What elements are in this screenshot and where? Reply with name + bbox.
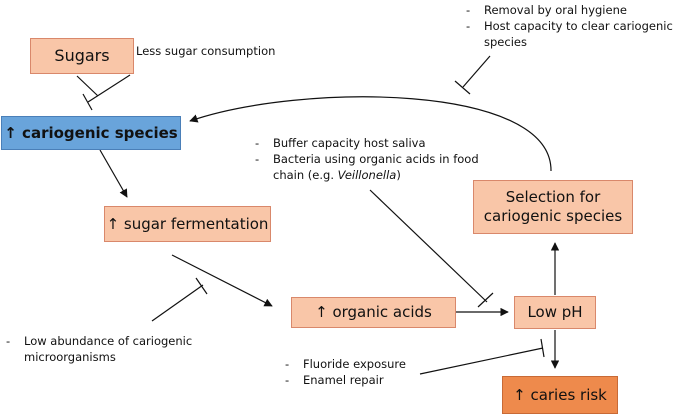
low-abundance-inhibition-bar <box>195 277 208 295</box>
selection-label-line2: cariogenic species <box>483 207 623 225</box>
fluoride-inhibition-bar <box>540 338 545 358</box>
selection-feedback-arrow <box>189 96 552 172</box>
host-clearance-item: Host capacity to clear cariogenic specie… <box>466 18 676 50</box>
sugars-label: Sugars <box>54 46 110 65</box>
enamel-repair-item: Enamel repair <box>285 372 445 388</box>
organic-acids-node: ↑ organic acids <box>291 297 456 328</box>
sugar-fermentation-node: ↑ sugar fermentation <box>104 206 271 242</box>
caries-risk-node: ↑ caries risk <box>502 376 618 414</box>
sugars-node: Sugars <box>30 38 134 74</box>
oral-hygiene-inhibition-bar <box>454 80 471 95</box>
selection-label-line1: Selection for <box>505 188 601 207</box>
veillonella-text: Veillonella <box>337 168 397 182</box>
buffer-inhibition-line <box>369 189 488 303</box>
low-ph-label: Low pH <box>527 303 583 322</box>
species-to-fermentation-arrow <box>99 149 128 198</box>
cariogenic-species-node: ↑ cariogenic species <box>1 116 181 150</box>
buffer-note: Buffer capacity host saliva Bacteria usi… <box>255 135 485 183</box>
less-sugar-note: Less sugar consumption <box>136 44 276 58</box>
low-abundance-item: Low abundance of cariogenic microorganis… <box>6 333 206 365</box>
sugars-to-species-arrow <box>76 75 99 97</box>
less-sugar-inhibition-bar <box>82 93 93 111</box>
cariogenic-species-label: ↑ cariogenic species <box>4 123 178 142</box>
low-abundance-inhibition-line <box>151 284 204 322</box>
oral-hygiene-inhibition-line <box>462 55 491 88</box>
oral-hygiene-note: Removal by oral hygiene Host capacity to… <box>466 2 676 50</box>
less-sugar-inhibition-line <box>87 74 131 103</box>
selection-node: Selection for cariogenic species <box>473 180 633 234</box>
caries-risk-label: ↑ caries risk <box>513 385 607 404</box>
low-ph-node: Low pH <box>514 296 596 329</box>
fermentation-to-acids-arrow <box>171 254 273 307</box>
organic-acids-label: ↑ organic acids <box>315 303 432 322</box>
sugar-fermentation-label: ↑ sugar fermentation <box>106 214 269 233</box>
fluoride-note: Fluoride exposure Enamel repair <box>285 356 445 388</box>
fluoride-item: Fluoride exposure <box>285 356 445 372</box>
buffer-inhibition-bar <box>477 292 494 308</box>
bacteria-item: Bacteria using organic acids in food cha… <box>255 151 485 183</box>
buffer-capacity-item: Buffer capacity host saliva <box>255 135 485 151</box>
bacteria-text: Bacteria using organic acids in food cha… <box>273 152 479 182</box>
bacteria-suffix: ) <box>396 168 401 182</box>
oral-hygiene-item: Removal by oral hygiene <box>466 2 676 18</box>
low-abundance-note: Low abundance of cariogenic microorganis… <box>6 333 206 365</box>
